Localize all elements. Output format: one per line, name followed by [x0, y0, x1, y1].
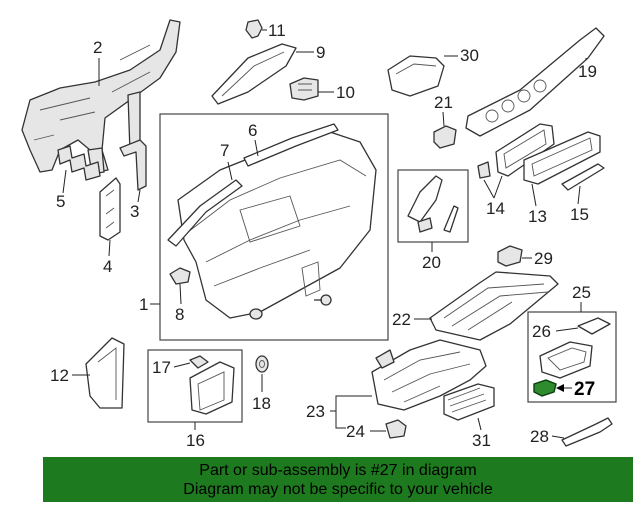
callout-11: 11 [268, 21, 286, 40]
callout-9: 9 [316, 43, 325, 62]
leader-7 [227, 161, 233, 181]
part-18-grommet[interactable] [255, 355, 269, 373]
callout-20: 20 [422, 253, 441, 272]
leader-15 [577, 185, 581, 205]
part-20-bracket-set[interactable] [407, 175, 459, 233]
part-30-airbag-module[interactable] [387, 55, 445, 97]
callout-4: 4 [103, 257, 112, 276]
leader-13 [531, 183, 537, 207]
callout-10: 10 [336, 83, 355, 102]
callout-26: 26 [532, 322, 551, 341]
callout-14: 14 [486, 199, 505, 218]
part-21-switch[interactable] [433, 125, 457, 149]
part-26-cover[interactable] [577, 317, 611, 335]
leader-6 [254, 139, 259, 157]
callout-24: 24 [346, 422, 365, 441]
leader-14 [483, 175, 503, 199]
part-10-switch[interactable] [289, 77, 319, 101]
part-8-clip[interactable] [169, 267, 191, 285]
callout-8: 8 [175, 305, 184, 324]
callout-23: 23 [306, 402, 325, 421]
callout-30: 30 [460, 46, 479, 65]
callout-6: 6 [248, 121, 257, 140]
grommet [249, 308, 263, 320]
box-part-25 [527, 311, 617, 403]
callout-13: 13 [528, 207, 547, 226]
part-28-trim-strip[interactable] [561, 417, 613, 447]
leader-26 [555, 327, 579, 332]
leader-4 [108, 239, 111, 257]
info-banner: Part or sub-assembly is #27 in diagram D… [43, 457, 633, 502]
part-11-clip[interactable] [245, 19, 263, 39]
part-27-connector[interactable] [533, 379, 557, 397]
box-part-1 [159, 113, 389, 341]
part-6-trim-strip[interactable] [243, 123, 339, 167]
callout-18: 18 [252, 394, 271, 413]
callout-12: 12 [50, 366, 69, 385]
part-3-bracket[interactable] [119, 139, 147, 191]
leader-31 [477, 417, 482, 431]
callout-29: 29 [534, 249, 553, 268]
part-12-side-cover[interactable] [85, 337, 125, 409]
part-17-clip[interactable] [189, 355, 209, 369]
leader-3 [137, 189, 141, 203]
callout-19: 19 [578, 62, 597, 81]
part-5-bracket[interactable] [57, 145, 101, 181]
callout-16: 16 [186, 431, 205, 450]
callout-22: 22 [392, 310, 411, 329]
callout-21: 21 [434, 93, 453, 112]
callout-25: 25 [572, 283, 591, 302]
arrow-27-icon [556, 384, 564, 392]
part-14-switch-pieces[interactable] [477, 123, 555, 179]
part-16-vent-assembly[interactable] [189, 361, 235, 415]
part-19-dash-trim-bar[interactable] [465, 27, 605, 137]
callout-3: 3 [130, 202, 139, 221]
callout-28: 28 [530, 427, 549, 446]
part-13-vent-frame[interactable] [523, 131, 601, 185]
callout-5: 5 [56, 192, 65, 211]
part-15-trim-strip[interactable] [561, 163, 605, 191]
banner-line-2: Diagram may not be specific to your vehi… [183, 481, 493, 498]
callout-2: 2 [93, 38, 102, 57]
leader-8 [179, 283, 182, 305]
box-part-20 [397, 169, 469, 243]
leader-28 [551, 435, 565, 439]
part-25-housing[interactable] [539, 341, 593, 379]
callout-31: 31 [472, 431, 491, 450]
callout-7: 7 [220, 141, 229, 160]
part-1-instrument-panel[interactable] [177, 131, 377, 319]
banner-line-1: Part or sub-assembly is #27 in diagram [199, 462, 477, 479]
leader-5 [62, 169, 67, 194]
leader-21 [442, 111, 445, 127]
part-31-module[interactable] [443, 383, 495, 421]
exploded-parts-diagram: 2 5 3 4 11 9 10 [21, 19, 617, 450]
part-22-perforated-panel[interactable] [429, 271, 559, 341]
bolt [314, 294, 332, 306]
callout-15: 15 [570, 205, 589, 224]
callout-1: 1 [139, 295, 148, 314]
callout-27: 27 [574, 379, 595, 400]
part-23-console-bracket[interactable] [371, 339, 487, 411]
leader-17 [173, 362, 191, 368]
part-4-side-bracket[interactable] [99, 177, 121, 241]
part-24-clip[interactable] [385, 419, 407, 439]
callout-17: 17 [152, 358, 171, 377]
leader-23 [330, 395, 372, 429]
part-29-clip[interactable] [497, 245, 523, 267]
part-7-trim-strip[interactable] [167, 179, 243, 247]
part-9-trim-panel[interactable] [211, 43, 297, 105]
